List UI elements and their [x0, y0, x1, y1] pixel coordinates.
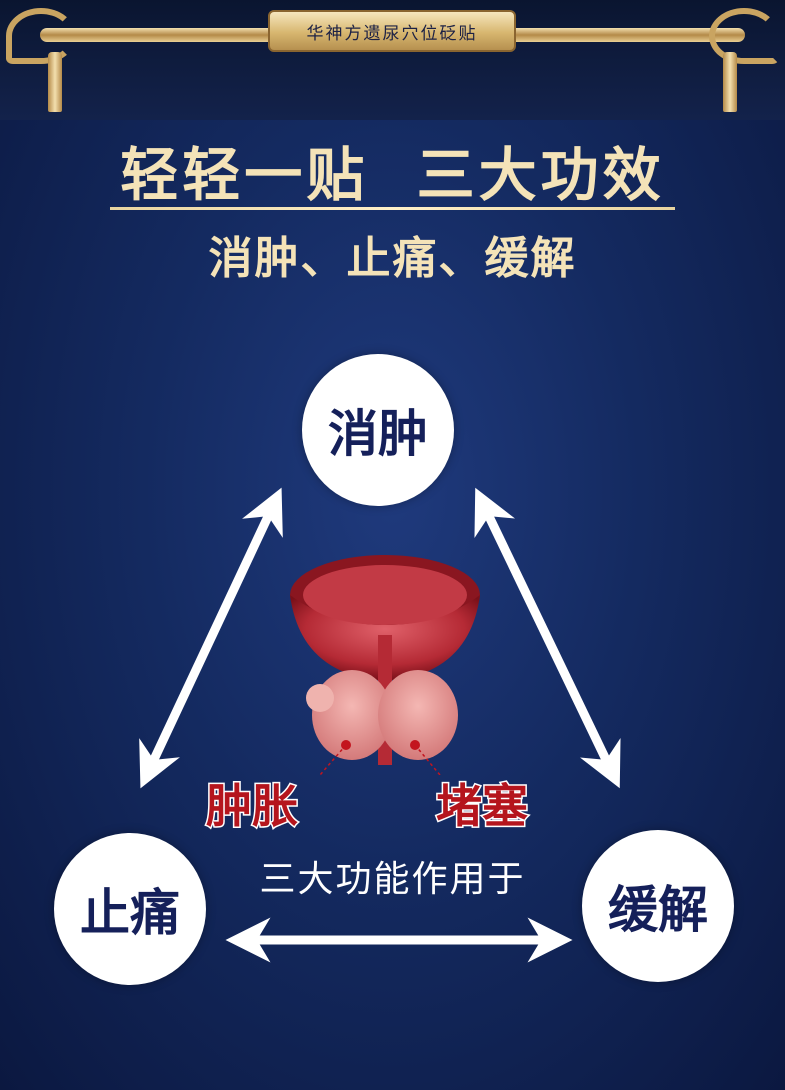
swelling-label: 肿胀	[205, 778, 300, 835]
effect-label-top: 消肿	[328, 405, 428, 463]
header-band: 华神方遗尿穴位砭贴	[0, 0, 785, 120]
effect-circle-left: 止痛	[54, 833, 206, 985]
effect-circle-top: 消肿	[302, 354, 454, 506]
brand-name: 华神方遗尿穴位砭贴	[306, 23, 478, 44]
effect-circle-right: 缓解	[582, 830, 734, 982]
ornament-scroll-left	[6, 8, 76, 64]
headline: 轻轻一贴 三大功效	[120, 141, 665, 209]
prostate-illustration-icon	[290, 555, 480, 775]
effect-label-left: 止痛	[80, 884, 180, 942]
arrow-top-left-icon	[139, 487, 283, 789]
headline-divider	[110, 207, 675, 210]
tassel-right-ornament	[723, 52, 737, 112]
arrow-top-right-icon	[474, 487, 621, 789]
tassel-left-ornament	[48, 52, 62, 112]
subheadline: 消肿、止痛、缓解	[208, 233, 577, 284]
function-caption: 三大功能作用于	[259, 859, 526, 900]
blockage-label: 堵塞	[435, 778, 530, 835]
effect-label-right: 缓解	[608, 881, 708, 939]
brand-plaque: 华神方遗尿穴位砭贴	[268, 10, 516, 52]
